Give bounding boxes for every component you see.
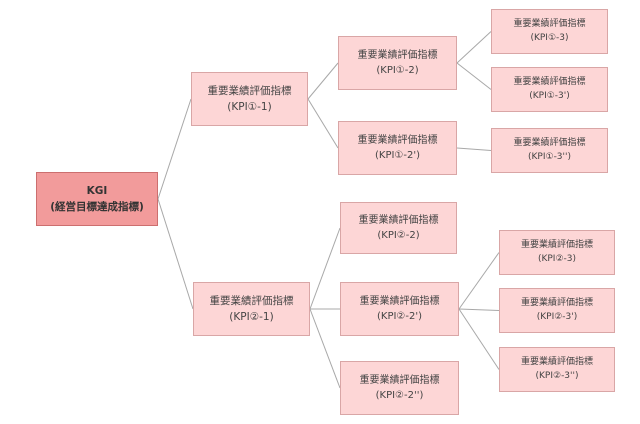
connector-kpi1_2b-kpi1_3c	[456, 147, 492, 151]
connector-kpi1_1-kpi1_2	[307, 62, 339, 100]
kpi1-3b-code: (KPI①-3')	[529, 90, 570, 101]
kpi1-2b-code: (KPI①-2')	[374, 150, 421, 161]
connector-kpi2_2b-kpi2_3c	[458, 308, 500, 370]
kpi2-3-title: 重要業績評価指標	[520, 239, 593, 250]
kpi2-2c-node: 重要業績評価指標 (KPI②-2'')	[340, 361, 459, 415]
connector-kpi2_1-kpi2_2	[309, 227, 341, 310]
kpi1-2b-title: 重要業績評価指標	[357, 134, 438, 146]
connector-kgi-kpi1_1	[157, 98, 192, 200]
kpi2-3c-node: 重要業績評価指標 (KPI②-3'')	[499, 347, 615, 392]
connector-kpi1_2-kpi1_3	[456, 31, 492, 64]
connector-kgi-kpi2_1	[157, 198, 194, 310]
kpi1-3c-title: 重要業績評価指標	[513, 137, 586, 148]
kpi2-2b-node: 重要業績評価指標 (KPI②-2')	[340, 282, 459, 336]
kpi2-3-node: 重要業績評価指標 (KPI②-3)	[499, 230, 615, 275]
kpi1-3b-title: 重要業績評価指標	[513, 76, 586, 87]
kgi-node: KGI (経営目標達成指標)	[36, 172, 158, 226]
connector-kpi2_1-kpi2_2c	[309, 308, 341, 389]
kpi2-2-node: 重要業績評価指標 (KPI②-2)	[340, 202, 457, 254]
kpi1-2-title: 重要業績評価指標	[357, 49, 438, 61]
kpi1-2-code: (KPI①-2)	[376, 65, 419, 76]
kpi2-2-code: (KPI②-2)	[377, 230, 420, 241]
kpi1-3c-code: (KPI①-3'')	[528, 151, 571, 162]
kpi2-2-title: 重要業績評価指標	[358, 214, 439, 226]
kpi2-1-title: 重要業績評価指標	[209, 294, 294, 307]
kpi2-3b-title: 重要業績評価指標	[520, 297, 593, 308]
kpi2-3c-code: (KPI②-3'')	[535, 370, 579, 381]
kpi1-3-title: 重要業績評価指標	[513, 18, 586, 29]
kpi2-3b-code: (KPI②-3')	[536, 311, 578, 322]
kpi1-3c-node: 重要業績評価指標 (KPI①-3'')	[491, 128, 608, 173]
kpi2-3b-node: 重要業績評価指標 (KPI②-3')	[499, 288, 615, 333]
kpi2-2c-code: (KPI②-2'')	[375, 390, 424, 401]
connector-kpi2_2b-kpi2_3b	[458, 308, 500, 311]
kgi-title: KGI	[86, 184, 108, 197]
kpi2-2b-title: 重要業績評価指標	[359, 295, 440, 307]
kpi1-2b-node: 重要業績評価指標 (KPI①-2')	[338, 121, 457, 175]
kpi1-3-code: (KPI①-3)	[530, 32, 569, 43]
kpi1-2-node: 重要業績評価指標 (KPI①-2)	[338, 36, 457, 90]
kpi2-1-code: (KPI②-1)	[229, 311, 274, 323]
connector-kpi2_2b-kpi2_3	[458, 252, 500, 310]
kpi1-1-title: 重要業績評価指標	[207, 84, 292, 97]
kpi2-3-code: (KPI②-3)	[537, 253, 577, 264]
connector-kpi1_1-kpi1_2b	[307, 98, 339, 149]
kpi2-2b-code: (KPI②-2')	[376, 311, 423, 322]
kpi1-3-node: 重要業績評価指標 (KPI①-3)	[491, 9, 608, 54]
kpi1-3b-node: 重要業績評価指標 (KPI①-3')	[491, 67, 608, 112]
kpi1-1-code: (KPI①-1)	[227, 101, 272, 113]
kgi-subtitle: (経営目標達成指標)	[50, 201, 144, 213]
kpi2-1-node: 重要業績評価指標 (KPI②-1)	[193, 282, 310, 336]
kpi2-2c-title: 重要業績評価指標	[359, 374, 440, 386]
connector-kpi1_2-kpi1_3b	[456, 62, 492, 90]
kpi1-1-node: 重要業績評価指標 (KPI①-1)	[191, 72, 308, 126]
kpi2-3c-title: 重要業績評価指標	[520, 356, 593, 367]
